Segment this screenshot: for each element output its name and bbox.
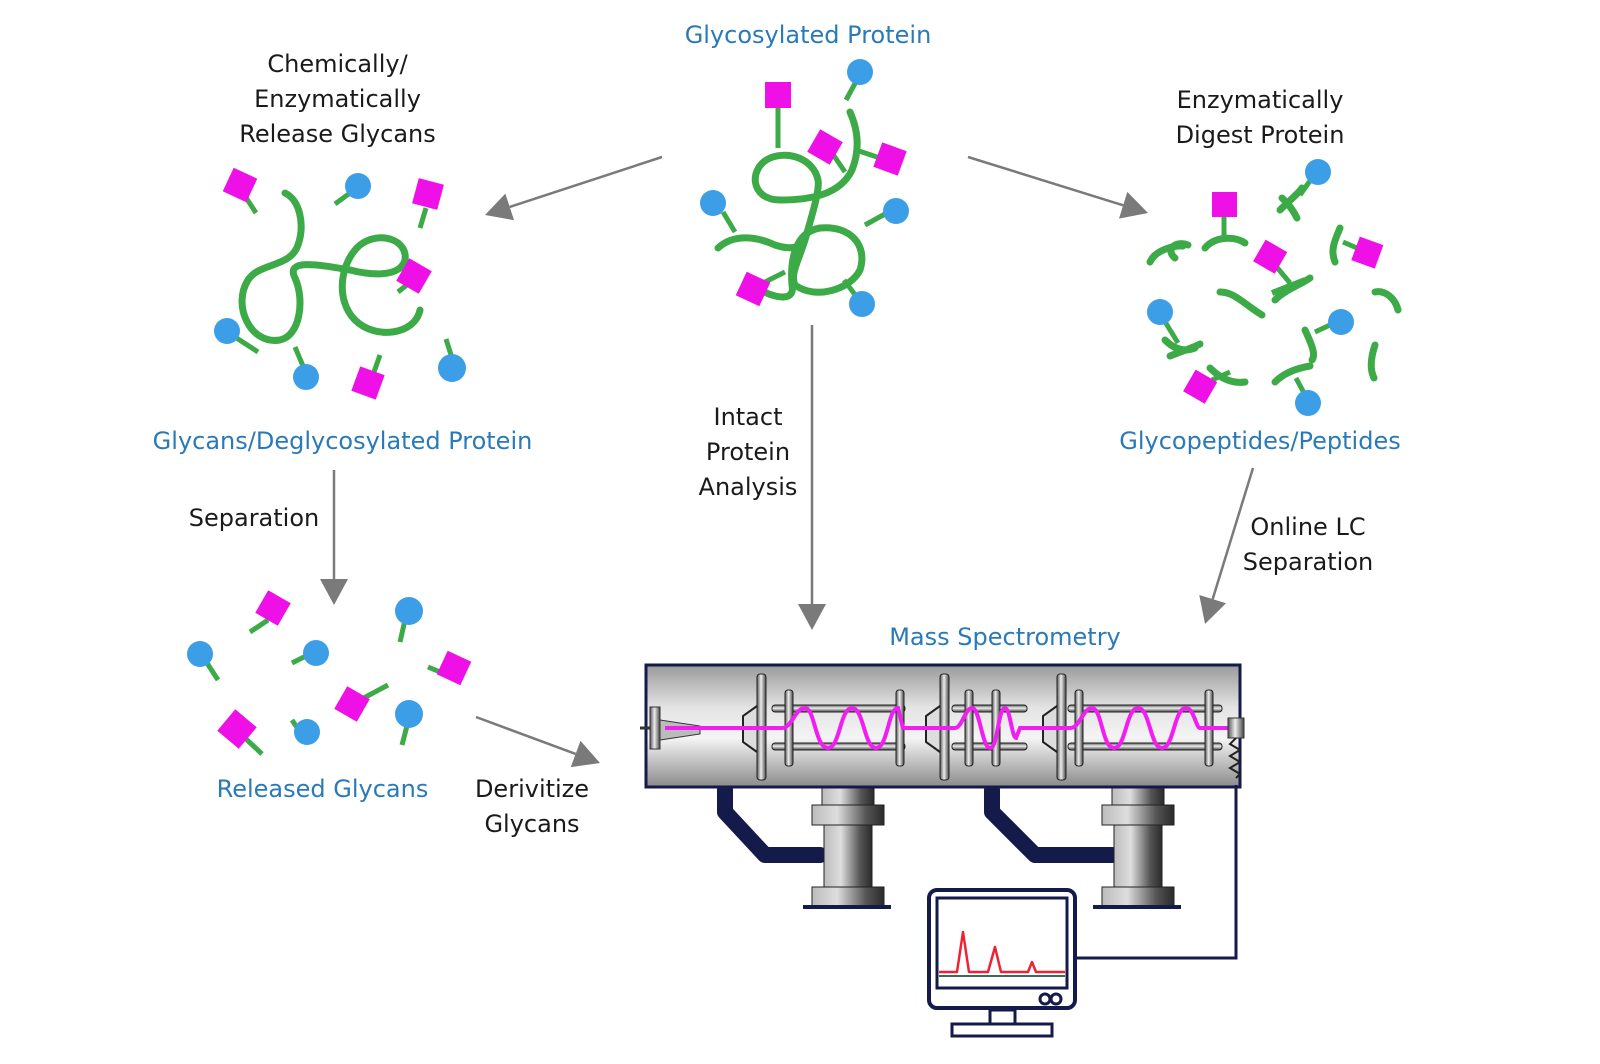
step-derivitize-glycans: Derivitize Glycans — [462, 772, 602, 842]
arrow-derivitize — [475, 715, 600, 768]
glycan-square-icon — [396, 258, 432, 294]
rod-post — [1074, 689, 1084, 767]
glycan-circle-icon — [700, 190, 738, 234]
step-line: Chemically/ — [267, 50, 408, 78]
label-glycans-deglycosylated-protein: Glycans/Deglycosylated Protein — [152, 427, 533, 455]
detector-spring — [1228, 737, 1242, 779]
step-line: Release Glycans — [239, 120, 436, 148]
released-glycans-graphic — [187, 590, 472, 756]
arrow-head-icon — [570, 740, 600, 768]
arrow-head-icon — [798, 604, 826, 630]
glycan-square-icon — [351, 354, 385, 400]
glycan-circle-icon — [187, 641, 221, 682]
glycan-square-icon — [765, 82, 791, 148]
arrows-layer — [320, 155, 1255, 768]
glycan-square-icon — [855, 142, 907, 176]
step-digest-protein: Enzymatically Digest Protein — [1140, 83, 1380, 153]
step-line: Enzymatically — [254, 85, 421, 113]
rod — [1067, 742, 1223, 751]
step-line: Separation — [1242, 548, 1374, 576]
arrow-head-icon — [1119, 191, 1148, 219]
arrow-shaft — [967, 155, 1124, 207]
step-online-lc-separation: Online LC Separation — [1233, 510, 1383, 580]
label-released-glycans: Released Glycans — [216, 775, 429, 803]
arrow-online-lc — [1199, 467, 1255, 624]
step-line: Intact — [713, 403, 783, 431]
arrow-to-glycopeptides — [967, 155, 1148, 219]
glycan-square-icon — [1342, 236, 1384, 269]
step-line: Derivitize — [474, 775, 590, 803]
label-mass-spectrometry: Mass Spectrometry — [889, 623, 1121, 651]
data-cable — [1076, 785, 1238, 960]
arrow-shaft — [475, 715, 577, 756]
vacuum-pump-left — [717, 782, 891, 909]
glycan-circle-icon — [1147, 299, 1181, 345]
glycan-circle-icon — [292, 346, 319, 390]
mass-spectrometer-graphic — [640, 663, 1245, 1038]
mass-spectrum-trace — [939, 930, 1065, 974]
glycan-circle-icon — [1297, 159, 1331, 197]
glycan-circle-icon — [290, 640, 329, 666]
glycan-circle-icon — [289, 718, 320, 745]
glycan-square-icon — [427, 650, 472, 686]
glycan-circle-icon — [1313, 309, 1354, 335]
step-line: Analysis — [698, 473, 798, 501]
detector — [1227, 717, 1245, 739]
glycan-square-icon — [334, 682, 390, 722]
step-release-glycans: Chemically/ Enzymatically Release Glycan… — [200, 47, 475, 152]
step-line: Glycans — [484, 810, 580, 838]
step-line: Digest Protein — [1175, 121, 1345, 149]
glycan-square-icon — [735, 269, 787, 307]
glycan-circle-icon — [395, 700, 423, 746]
label-glycosylated-protein: Glycosylated Protein — [684, 21, 932, 49]
glycan-square-icon — [222, 167, 259, 215]
glycan-circle-icon — [333, 173, 371, 207]
protein-chain — [714, 108, 866, 301]
glycan-square-icon — [217, 709, 264, 756]
glycan-circle-icon — [438, 338, 466, 382]
glycan-circle-icon — [842, 278, 875, 317]
arrow-shaft — [1211, 467, 1255, 600]
ion-trajectory — [665, 705, 1240, 751]
glycosylated-protein-graphic — [700, 59, 909, 317]
step-line: Online LC — [1250, 513, 1366, 541]
glycan-square-icon — [412, 178, 444, 229]
step-line: Protein — [705, 438, 791, 466]
glycopeptides-graphic — [1146, 184, 1402, 386]
arrow-head-icon — [1199, 595, 1227, 624]
step-intact-protein-analysis: Intact Protein Analysis — [688, 400, 808, 505]
arrow-shaft — [509, 155, 663, 209]
arrow-to-deglycosylated — [485, 155, 663, 221]
rod — [951, 704, 1028, 713]
label-glycopeptides-peptides: Glycopeptides/Peptides — [1119, 427, 1401, 455]
glycan-circle-icon — [1293, 376, 1321, 416]
step-line: Enzymatically — [1176, 86, 1344, 114]
arrow-intact-to-ms — [798, 325, 826, 630]
glycan-circle-icon — [395, 597, 423, 643]
protein-chain — [238, 189, 424, 344]
computer-monitor-icon — [927, 888, 1077, 1038]
glycan-circle-icon — [843, 59, 873, 102]
glycan-square-icon — [1253, 239, 1307, 296]
arrow-head-icon — [485, 193, 515, 221]
glycopeptide-glycans — [1147, 159, 1384, 416]
glycan-square-icon — [248, 590, 291, 635]
glycan-circle-icon — [863, 198, 909, 228]
glycan-square-icon — [1212, 192, 1237, 240]
arrow-separation — [320, 470, 348, 605]
step-separation: Separation — [188, 504, 320, 532]
vacuum-pump-right — [984, 782, 1181, 909]
glycan-circle-icon — [214, 318, 260, 355]
rod-post — [964, 689, 974, 767]
deglycosylated-protein-graphic — [214, 167, 466, 400]
glycan-square-icon — [807, 129, 848, 174]
arrow-head-icon — [320, 579, 348, 605]
glycan-square-icon — [1183, 369, 1232, 404]
